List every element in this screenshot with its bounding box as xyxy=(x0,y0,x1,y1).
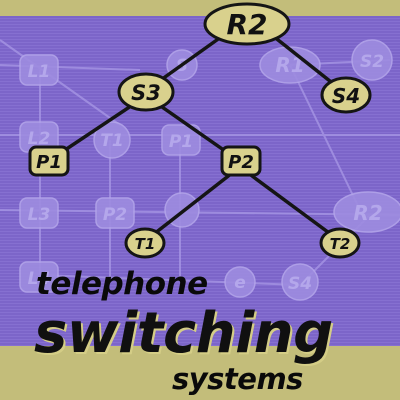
bg-label-l2: L2 xyxy=(28,129,51,149)
bg-label-r2: R2 xyxy=(353,201,382,225)
label-s4: S4 xyxy=(332,84,360,108)
bg-node-s2 xyxy=(351,39,393,81)
bottom-band xyxy=(0,346,400,400)
node-t2 xyxy=(319,227,361,259)
bg-node-p1 xyxy=(161,124,201,156)
bg-node-e xyxy=(224,266,256,298)
title-line-telephone: telephone xyxy=(36,266,208,302)
label-t2: T2 xyxy=(330,235,351,253)
label-r2: R2 xyxy=(226,8,267,41)
bg-node-r2 xyxy=(333,191,400,233)
bg-node-l3 xyxy=(19,197,59,229)
bg-label-p2: P2 xyxy=(103,205,127,225)
bg-node-l4 xyxy=(19,261,59,293)
node-s4 xyxy=(320,76,372,114)
label-t1: T1 xyxy=(135,235,156,253)
top-band xyxy=(0,0,400,16)
bg-node-s4 xyxy=(281,263,319,301)
bg-label-s4: S4 xyxy=(288,274,312,294)
node-r2 xyxy=(203,2,291,46)
label-p2: P2 xyxy=(228,152,254,173)
bg-node-p2 xyxy=(95,197,135,229)
node-s3 xyxy=(117,72,175,112)
bg-node-l1 xyxy=(19,54,59,86)
bg-label-p1: P1 xyxy=(169,132,193,152)
node-p1 xyxy=(28,145,70,177)
bg-label-l4: L4 xyxy=(28,269,51,289)
title-line-switching: switching xyxy=(34,301,333,366)
node-t1 xyxy=(124,227,166,259)
bg-label-l1: L1 xyxy=(28,62,51,82)
bg-node-t1 xyxy=(93,121,131,159)
bg-label-e: e xyxy=(234,273,246,293)
bg-node-r1 xyxy=(259,46,321,84)
label-s3: S3 xyxy=(131,81,161,105)
bg-label-t1: T1 xyxy=(100,131,123,151)
node-p2 xyxy=(220,145,262,177)
title-line-systems: systems xyxy=(172,362,303,396)
bg-label-l3: L3 xyxy=(28,205,51,225)
label-p1: P1 xyxy=(36,152,62,173)
bg-label-s2: S2 xyxy=(360,52,384,72)
